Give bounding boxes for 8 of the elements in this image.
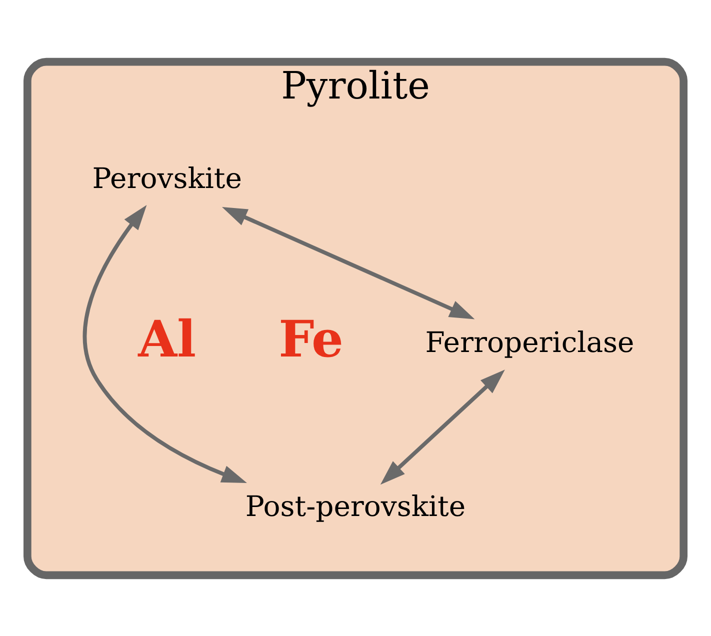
label: Fe <box>278 308 344 368</box>
node-text: Perovskite <box>92 162 242 195</box>
label: Al <box>138 308 196 368</box>
arrow <box>380 369 505 484</box>
arrow <box>222 206 475 319</box>
arrow <box>82 204 247 482</box>
node-text: Ferropericlase <box>425 326 634 359</box>
node-text: Post-perovskite <box>245 490 466 523</box>
